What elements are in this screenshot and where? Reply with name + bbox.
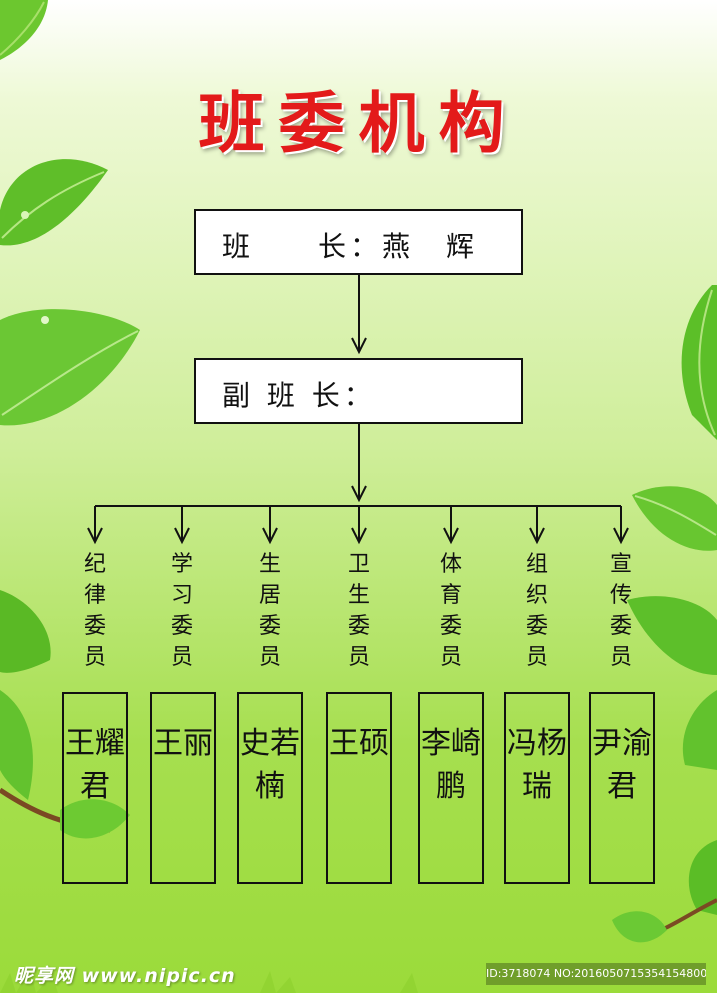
arrow-head (262, 527, 278, 545)
role-label: 学习委员 (170, 552, 193, 670)
vice-monitor-label: 副 班 长： (222, 379, 376, 412)
id-watermark: ID:3718074 NO:20160507153541548000 (486, 963, 706, 985)
arrow-head (351, 485, 367, 503)
vice-monitor-box: 副 班 长： (194, 358, 523, 424)
member-name: 尹渝君 (592, 726, 652, 804)
member-name-box: 王硕 (326, 692, 392, 884)
member-name-box: 王丽 (150, 692, 216, 884)
member-name: 史若楠 (240, 726, 300, 804)
member-name-box: 王耀君 (62, 692, 128, 884)
leaf-decoration-left-branch (0, 690, 130, 839)
leaf-decoration-right-3 (627, 596, 717, 675)
leaf-decoration-right-1 (681, 285, 717, 440)
leaf-decoration-bottom-right-branch (612, 898, 717, 943)
member-name: 王硕 (329, 726, 389, 761)
role-label: 组织委员 (525, 552, 548, 670)
leaf-decoration-right-2 (632, 486, 717, 551)
member-name-box: 史若楠 (237, 692, 303, 884)
monitor-label: 班 长：燕 辉 (222, 230, 479, 263)
member-name-box: 冯杨瑞 (504, 692, 570, 884)
arrow-head (87, 527, 103, 545)
member-name: 王耀君 (65, 726, 125, 804)
leaf-decoration-left-1 (0, 159, 108, 246)
member-name: 李崎鹏 (421, 726, 481, 804)
arrow-head (351, 337, 367, 355)
member-name: 王丽 (153, 726, 213, 761)
leaf-decoration-left-2 (0, 309, 140, 426)
role-label: 生居委员 (258, 552, 281, 670)
leaf-decoration-left-3 (0, 590, 51, 673)
role-label: 宣传委员 (609, 552, 632, 670)
leaf-decoration-right-4 (682, 690, 717, 915)
page-title: 班委机构 (198, 85, 519, 162)
member-name: 冯杨瑞 (507, 726, 567, 804)
role-label: 纪律委员 (83, 552, 106, 670)
member-name-box: 李崎鹏 (418, 692, 484, 884)
arrow-head (443, 527, 459, 545)
leaf-decoration-top-left (0, 0, 48, 60)
role-label: 体育委员 (439, 552, 462, 670)
member-name-box: 尹渝君 (589, 692, 655, 884)
role-label: 卫生委员 (347, 552, 370, 670)
site-watermark: 昵享网 www.nipic.cn (14, 965, 236, 987)
arrow-head (529, 527, 545, 545)
arrow-head (613, 527, 629, 545)
arrow-head (351, 527, 367, 545)
arrow-head (174, 527, 190, 545)
monitor-box: 班 长：燕 辉 (194, 209, 523, 275)
